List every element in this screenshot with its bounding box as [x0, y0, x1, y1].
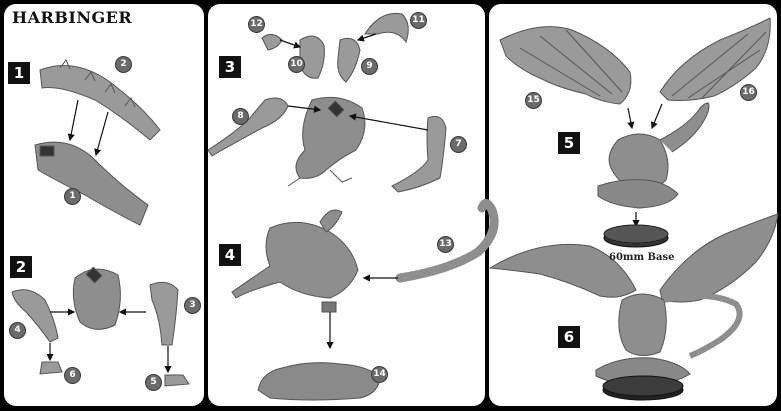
- arrow-spine-torso: [70, 100, 78, 140]
- part-rock-base: [258, 363, 380, 400]
- part-callout-1: 1: [64, 188, 81, 205]
- part-callout-12: 12: [248, 16, 265, 33]
- arrow-spine-torso-2: [96, 112, 108, 155]
- part-callout-14: 14: [371, 366, 388, 383]
- part-callout-16: 16: [740, 84, 757, 101]
- part-final-base: [603, 376, 683, 400]
- part-spine: [40, 60, 160, 140]
- part-callout-15: 15: [525, 92, 542, 109]
- part-left-wing: [500, 27, 631, 104]
- part-assembled-beast: [598, 103, 709, 208]
- part-callout-2: 2: [115, 56, 132, 73]
- part-callout-6: 6: [64, 367, 81, 384]
- part-hip: [73, 267, 120, 329]
- part-right-leg: [150, 282, 189, 386]
- part-callout-7: 7: [450, 136, 467, 153]
- arrow-left-wing: [628, 108, 632, 128]
- step-badge-1: 1: [8, 62, 30, 84]
- arrow-right-wing: [652, 104, 662, 128]
- arrow-head-12: [280, 40, 300, 47]
- part-callout-5: 5: [145, 374, 162, 391]
- part-callout-4: 4: [9, 322, 26, 339]
- part-assembled-body: [232, 210, 358, 312]
- part-callout-3: 3: [184, 297, 201, 314]
- part-torso: [35, 142, 148, 225]
- part-callout-13: 13: [437, 236, 454, 253]
- part-callout-8: 8: [232, 108, 249, 125]
- step-badge-2: 2: [10, 256, 32, 278]
- arrow-head-11: [358, 34, 376, 40]
- part-callout-11: 11: [410, 12, 427, 29]
- step-badge-6: 6: [558, 326, 580, 348]
- step-badge-3: 3: [219, 56, 241, 78]
- base-size-label: 60mm Base: [609, 252, 674, 263]
- part-head: [262, 13, 408, 82]
- part-60mm-base: [604, 225, 668, 247]
- part-body-crouch: [288, 97, 365, 186]
- part-callout-10: 10: [288, 56, 305, 73]
- step-badge-4: 4: [219, 244, 241, 266]
- part-right-arm: [392, 116, 446, 192]
- part-left-arm: [208, 98, 288, 156]
- part-callout-9: 9: [361, 58, 378, 75]
- step-badge-5: 5: [558, 132, 580, 154]
